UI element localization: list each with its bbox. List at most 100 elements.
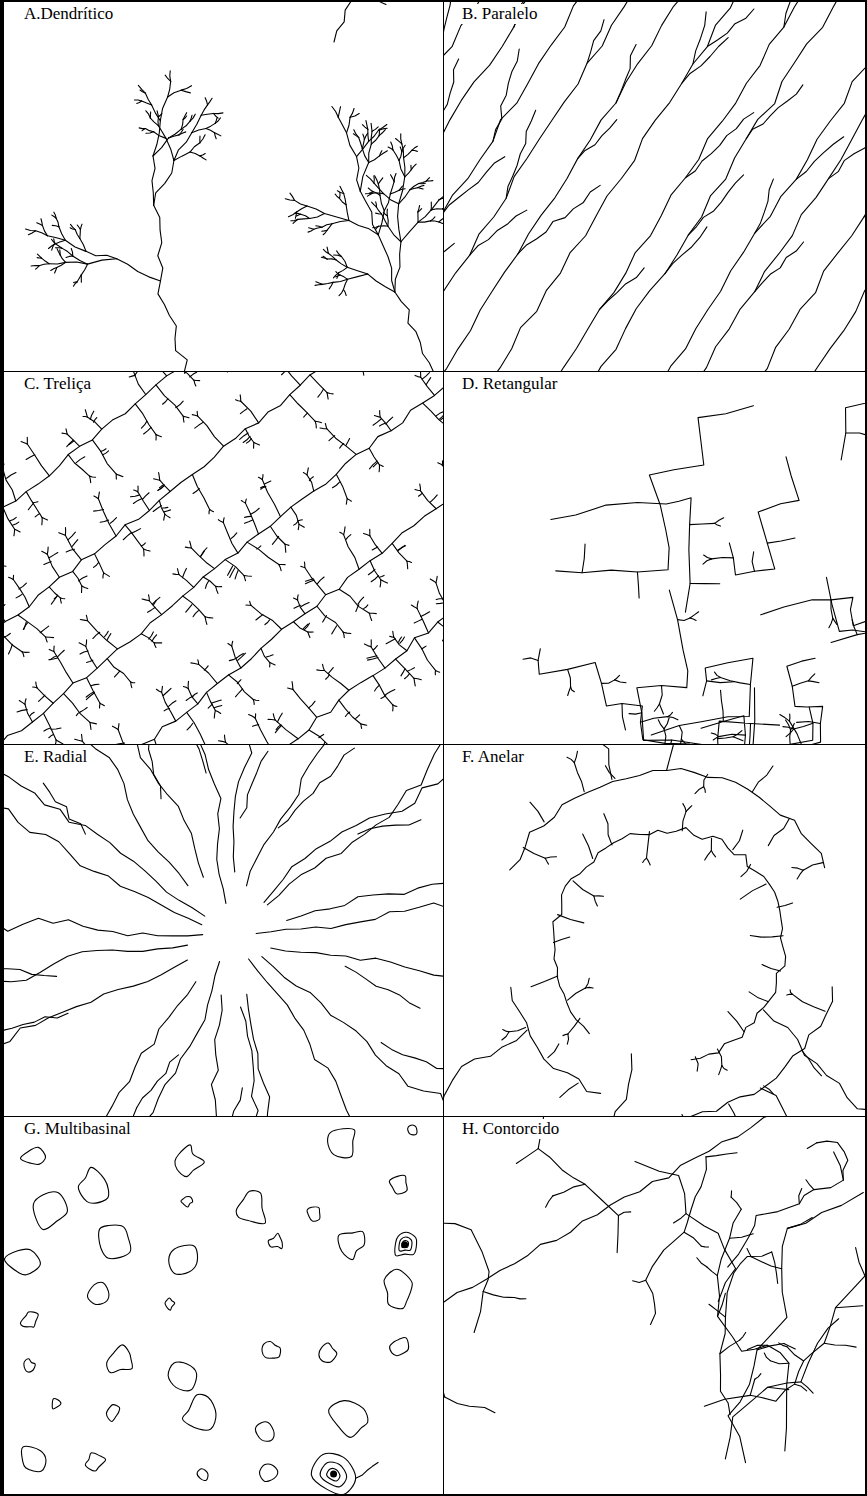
stream-line: [379, 151, 381, 156]
stream-line: [371, 136, 379, 145]
stream-line: [372, 202, 377, 207]
stream-line: [398, 545, 405, 550]
stream-line: [135, 404, 156, 435]
stream-line: [81, 586, 82, 593]
stream-line: [279, 564, 285, 565]
stream-line: [751, 1257, 781, 1269]
stream-line: [52, 225, 59, 226]
stream-line: [711, 838, 712, 850]
stream-line: [296, 214, 300, 216]
stream-line: [436, 583, 443, 614]
stream-line: [67, 440, 73, 446]
stream-line: [37, 688, 53, 703]
stream-line: [444, 2, 624, 371]
stream-line: [399, 160, 405, 176]
stream-line: [721, 690, 724, 721]
stream-line: [747, 1248, 751, 1256]
stream-line: [193, 611, 198, 617]
stream-line: [125, 525, 144, 549]
stream-line: [75, 739, 83, 741]
panel-label: H. Contorcido: [460, 1119, 562, 1139]
stream-line: [574, 763, 584, 792]
stream-line: [21, 442, 27, 444]
stream-line: [73, 571, 82, 586]
basin-outline: [181, 1196, 193, 1206]
stream-line: [297, 520, 302, 521]
stream-line: [277, 713, 282, 722]
stream-line: [755, 1374, 761, 1380]
stream-line: [767, 538, 795, 543]
stream-line: [208, 98, 213, 105]
stream-line: [183, 116, 187, 119]
stream-line: [154, 642, 161, 643]
stream-line: [414, 678, 415, 686]
stream-line: [417, 601, 418, 608]
stream-line: [156, 689, 161, 692]
stream-line: [235, 689, 242, 697]
stream-line: [156, 385, 183, 416]
stream-line: [307, 468, 308, 475]
stream-line: [346, 499, 348, 505]
stream-line: [4, 507, 15, 529]
stream-line: [373, 646, 377, 650]
stream-line: [359, 138, 363, 149]
stream-line: [430, 579, 436, 583]
stream-line: [411, 605, 417, 608]
stream-line: [393, 705, 397, 707]
stream-line: [298, 218, 310, 220]
stream-line: [104, 573, 110, 576]
stream-line: [787, 1217, 812, 1228]
stream-line: [285, 544, 289, 545]
stream-line: [414, 678, 421, 680]
stream-line: [155, 435, 156, 440]
stream-line: [697, 1258, 707, 1267]
stream-line: [238, 653, 246, 660]
stream-line: [426, 378, 430, 385]
stream-line: [318, 389, 324, 397]
stream-line: [253, 725, 259, 727]
stream-line: [307, 475, 314, 491]
stream-line: [366, 175, 374, 183]
stream-line: [414, 619, 422, 623]
stream-line: [185, 547, 191, 549]
stream-line: [654, 704, 659, 711]
stream-line: [401, 222, 418, 242]
stream-line: [19, 583, 27, 589]
stream-line: [438, 463, 442, 465]
stream-line: [369, 613, 371, 620]
stream-line: [707, 681, 734, 683]
stream-line: [362, 125, 367, 130]
stream-line: [444, 1277, 495, 1413]
stream-line: [37, 257, 41, 259]
stream-line: [191, 548, 214, 569]
stream-line: [329, 282, 333, 289]
stream-line: [797, 721, 821, 723]
stream-line: [310, 375, 327, 393]
stream-line: [35, 514, 39, 517]
stream-line: [646, 832, 649, 858]
stream-line: [39, 695, 45, 701]
stream-line: [741, 864, 751, 876]
stream-line: [364, 533, 370, 535]
stream-line: [790, 990, 792, 995]
stream-line: [373, 192, 384, 194]
stream-line: [372, 127, 378, 131]
stream-line: [169, 701, 176, 707]
stream-line: [141, 543, 145, 546]
stream-line: [551, 498, 691, 612]
stream-line: [369, 613, 376, 615]
stream-line: [503, 1029, 509, 1031]
stream-line: [368, 569, 375, 574]
stream-line: [42, 258, 50, 264]
stream-line: [160, 480, 170, 491]
stream-line: [86, 646, 97, 668]
stream-line: [807, 1143, 816, 1149]
stream-line: [74, 281, 78, 283]
stream-line: [237, 653, 244, 657]
basin-outline: [52, 1399, 61, 1409]
stream-line: [367, 129, 369, 141]
stream-line: [683, 804, 686, 812]
stream-line: [149, 632, 154, 639]
stream-line: [138, 85, 145, 93]
stream-line: [406, 561, 408, 569]
